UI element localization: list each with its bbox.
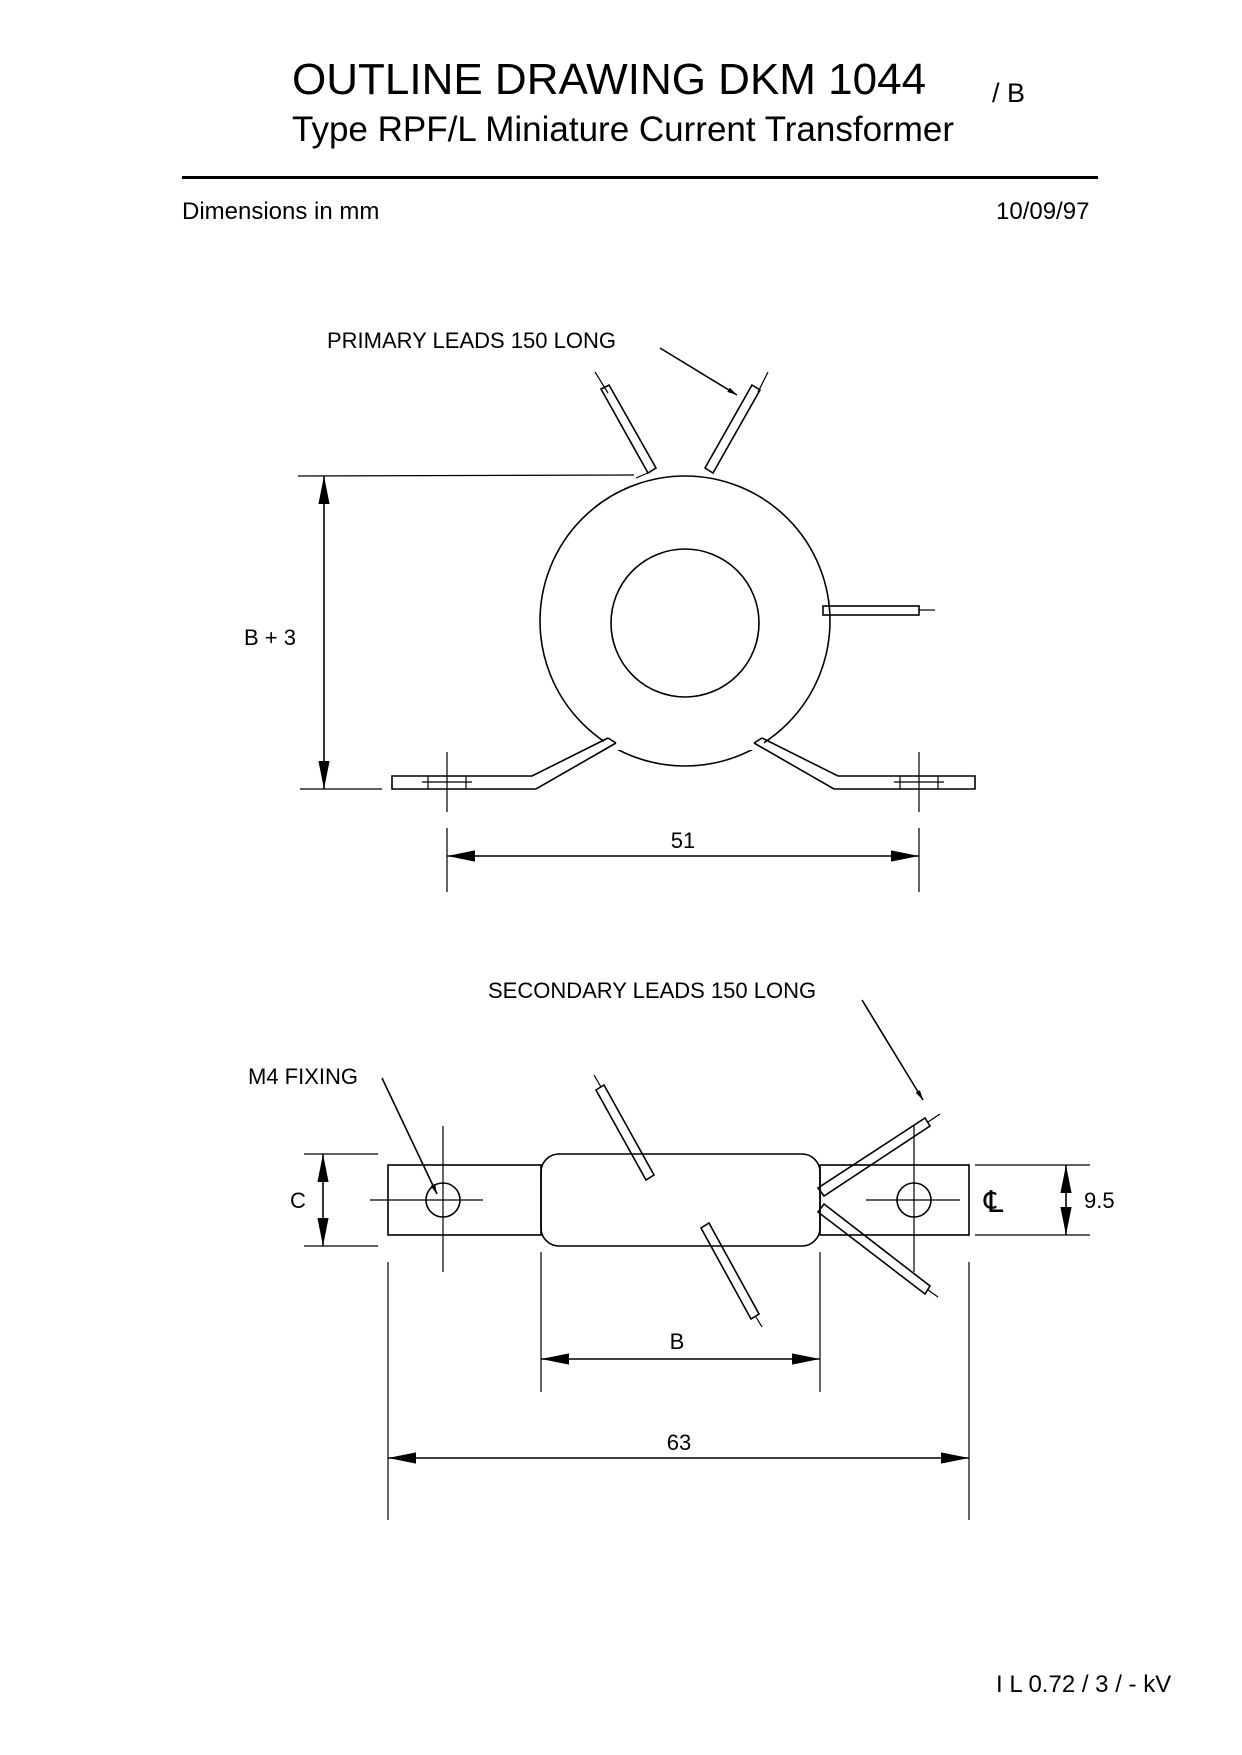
toroid-bore bbox=[610, 548, 760, 698]
secondary-lead-upper-right bbox=[816, 1113, 941, 1198]
secondary-lead-bottom bbox=[699, 1221, 763, 1328]
height-dimension-label: B + 3 bbox=[244, 625, 296, 650]
transformer-body bbox=[540, 1153, 821, 1247]
overall-length-dimension-label: 63 bbox=[667, 1430, 691, 1455]
secondary-lead-lower-right bbox=[816, 1202, 939, 1298]
header-rule bbox=[182, 176, 1098, 179]
drawing-date: 10/09/97 bbox=[996, 198, 1090, 225]
primary-lead-right bbox=[703, 371, 769, 475]
height-dimension: B + 3 bbox=[244, 474, 635, 790]
primary-leads-label: PRIMARY LEADS 150 LONG bbox=[327, 328, 616, 353]
secondary-lead-top bbox=[593, 1074, 656, 1182]
body-length-dimension-label: B bbox=[670, 1329, 685, 1354]
right-fixing-hole bbox=[866, 1126, 960, 1272]
fixing-leader bbox=[381, 1077, 438, 1195]
left-fixing-hole bbox=[370, 1126, 483, 1272]
primary-leads-leader bbox=[659, 347, 738, 396]
secondary-leads-leader bbox=[861, 999, 924, 1101]
centerline-symbol: ℄ bbox=[983, 1186, 1003, 1219]
secondary-leads-label: SECONDARY LEADS 150 LONG bbox=[488, 978, 816, 1003]
drawing-title: OUTLINE DRAWING DKM 1044 bbox=[292, 55, 927, 104]
thickness-dimension: C bbox=[290, 1153, 378, 1247]
body-length-dimension: B bbox=[540, 1252, 821, 1392]
fixing-label: M4 FIXING bbox=[248, 1064, 358, 1089]
overall-length-dimension: 63 bbox=[387, 1262, 970, 1520]
foot-width-dimension: 9.5 ℄ bbox=[975, 1164, 1115, 1236]
mounting-bracket bbox=[391, 720, 976, 812]
width-dimension: 51 bbox=[446, 828, 920, 892]
side-view: C 9.5 ℄ B 63 SECONDARY LEADS 150 LONG M4 bbox=[248, 978, 1115, 1520]
toroid-outer bbox=[539, 475, 831, 767]
secondary-lead-stub bbox=[822, 605, 935, 616]
drawing-revision: / B bbox=[992, 78, 1026, 108]
drawing-subtitle: Type RPF/L Miniature Current Transformer bbox=[292, 110, 954, 149]
foot-width-dimension-label: 9.5 bbox=[1084, 1188, 1115, 1213]
primary-lead-left bbox=[594, 371, 658, 479]
footer-code: I L 0.72 / 3 / - kV bbox=[996, 1671, 1172, 1698]
thickness-dimension-label: C bbox=[290, 1188, 306, 1213]
dimensions-note: Dimensions in mm bbox=[182, 198, 380, 225]
width-dimension-label: 51 bbox=[671, 828, 695, 853]
top-view: B + 3 51 PRIMARY LEADS 150 LONG bbox=[244, 328, 976, 892]
